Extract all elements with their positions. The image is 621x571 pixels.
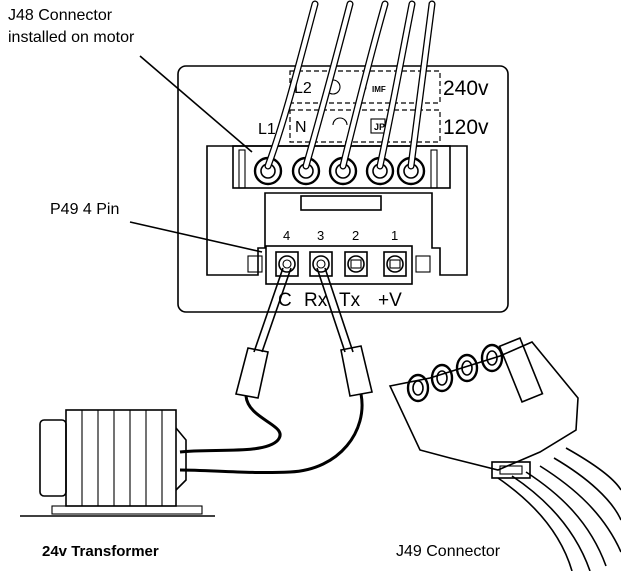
j48-label-line2: installed on motor <box>8 29 135 46</box>
terminal-l2-label: L2 <box>294 80 312 97</box>
signal-plus-v: +V <box>378 290 402 311</box>
svg-text:IMF: IMF <box>372 85 386 94</box>
voltage-120-label: 120v <box>443 116 489 139</box>
transformer-label: 24v Transformer <box>42 543 159 560</box>
pin-number-2: 2 <box>352 228 359 243</box>
pin-number-1: 1 <box>391 228 398 243</box>
pin-number-4: 4 <box>283 228 290 243</box>
p49-leader-line <box>129 221 263 253</box>
svg-text:JP: JP <box>374 122 385 132</box>
signal-rx: Rx <box>304 290 328 311</box>
p49-header: 4 3 2 1 C Rx Tx +V <box>247 228 431 311</box>
p49-label: P49 4 Pin <box>50 201 119 218</box>
motor-plate <box>177 65 509 313</box>
j48-label-line1: J48 Connector <box>8 7 113 24</box>
power-wires <box>264 0 436 170</box>
signal-tx: Tx <box>339 290 361 311</box>
voltage-240-label: 240v <box>443 77 489 100</box>
j48-leader-line <box>139 55 253 153</box>
transformer-leads <box>179 267 373 475</box>
pin-number-3: 3 <box>317 228 324 243</box>
callouts: J48 Connector installed on motor P49 4 P… <box>8 7 263 253</box>
terminal-l1-label: L1 <box>258 121 276 138</box>
j49-connector: J49 Connector <box>388 337 621 571</box>
j49-connector-label: J49 Connector <box>396 543 501 560</box>
terminal-n-label: N <box>295 119 307 136</box>
transformer-24v: 24v Transformer <box>20 409 215 560</box>
